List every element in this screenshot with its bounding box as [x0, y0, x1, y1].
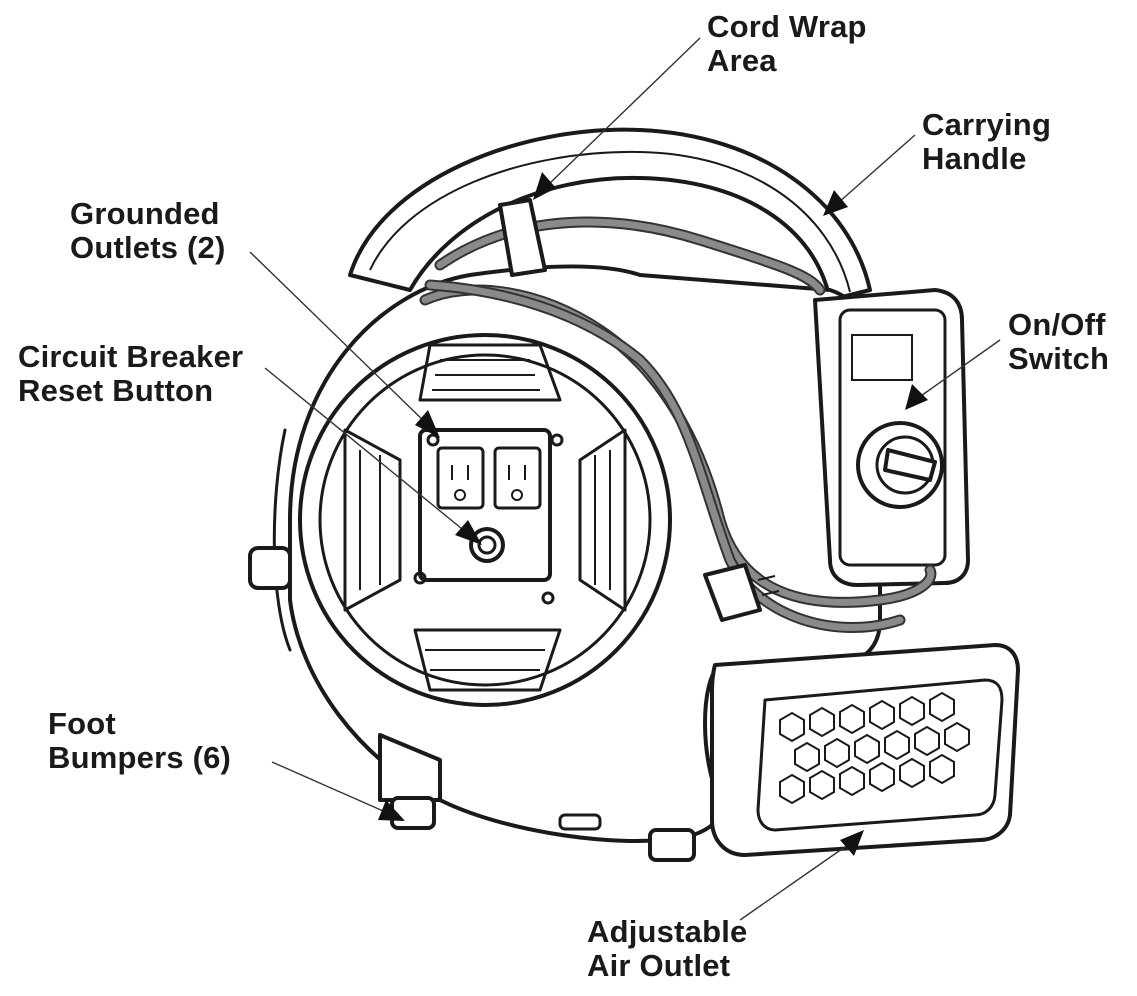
callout-cord-wrap-area: Cord Wrap Area [707, 10, 867, 78]
leader-lines [249, 37, 1001, 921]
callout-line: Grounded [70, 196, 220, 231]
leader-carrying-handle [837, 134, 916, 204]
leader-foot-bumpers [271, 761, 391, 815]
leader-on-off-switch [917, 339, 1001, 399]
callout-line: Switch [1008, 341, 1110, 376]
callout-circuit-breaker-reset-button: Circuit Breaker Reset Button [18, 340, 243, 408]
callout-line: Carrying [922, 107, 1052, 142]
callout-carrying-handle: Carrying Handle [922, 108, 1051, 176]
callout-line: Bumpers (6) [48, 740, 232, 775]
arrow-carrying-handle [823, 190, 848, 216]
leader-air-outlet [739, 841, 853, 921]
arrow-on-off-switch [905, 384, 928, 410]
callout-line: Cord Wrap [707, 9, 867, 44]
callout-line: On/Off [1008, 307, 1106, 342]
callout-line: Area [707, 43, 777, 78]
callout-line: Foot [48, 706, 116, 741]
arrowheads [378, 172, 928, 856]
leader-reset-button [264, 367, 468, 534]
callout-adjustable-air-outlet: Adjustable Air Outlet [587, 915, 747, 983]
callout-foot-bumpers: Foot Bumpers (6) [48, 707, 231, 775]
front-grille-face [298, 333, 672, 707]
callout-on-off-switch: On/Off Switch [1008, 308, 1109, 376]
arrow-reset-button [455, 520, 482, 545]
leader-cord-wrap [547, 37, 701, 186]
callout-grounded-outlets: Grounded Outlets (2) [70, 197, 226, 265]
callout-line: Adjustable [587, 914, 748, 949]
arrow-foot-bumpers [378, 800, 405, 821]
arrow-cord-wrap [533, 172, 556, 200]
callout-line: Handle [922, 141, 1027, 176]
leader-grounded-outlets [249, 251, 429, 426]
callout-line: Air Outlet [587, 948, 731, 983]
arrow-grounded-outlets [415, 410, 440, 438]
callout-line: Reset Button [18, 373, 214, 408]
power-cord [419, 198, 937, 633]
callout-line: Outlets (2) [70, 230, 226, 265]
control-panel [813, 288, 970, 587]
callout-line: Circuit Breaker [18, 339, 244, 374]
arrow-air-outlet [840, 830, 864, 856]
air-outlet-nozzle [710, 643, 1020, 857]
